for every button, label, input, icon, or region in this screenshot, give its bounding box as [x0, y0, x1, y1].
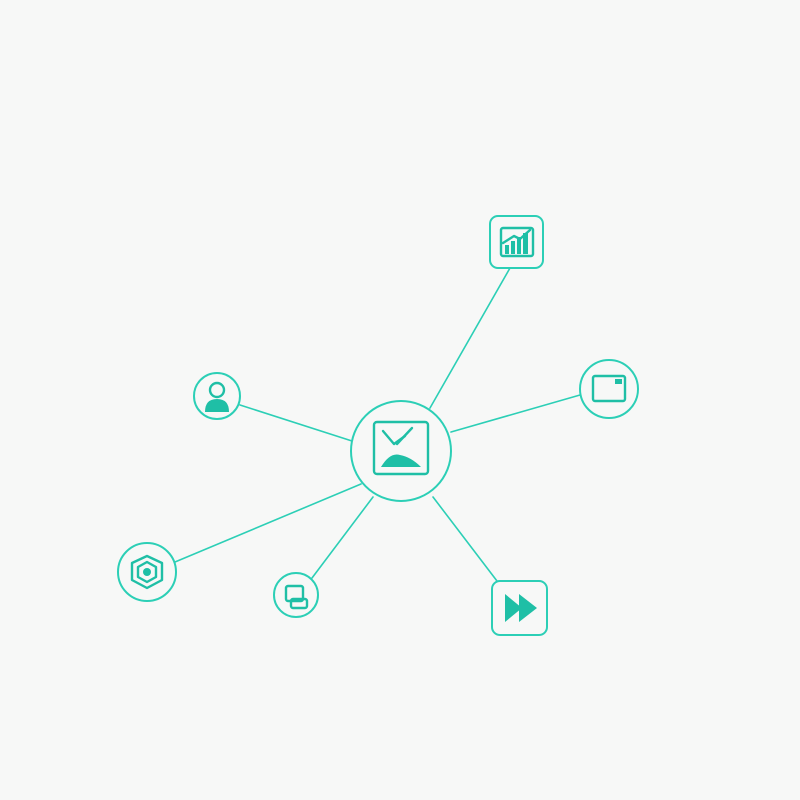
connection-hub-device	[311, 496, 374, 579]
bar-chart-icon	[499, 226, 535, 258]
connection-hub-play	[432, 496, 498, 582]
image-icon	[372, 420, 430, 476]
user-icon	[205, 381, 229, 412]
node-play[interactable]	[491, 580, 548, 636]
connection-hub-chart	[429, 267, 511, 409]
connection-lines	[174, 267, 581, 582]
connection-hub-shield	[174, 483, 362, 563]
node-shield[interactable]	[117, 542, 177, 602]
hub-node[interactable]	[350, 400, 452, 502]
connection-hub-window	[450, 394, 581, 433]
connection-hub-user	[239, 404, 353, 442]
node-window[interactable]	[579, 359, 639, 419]
shield-icon	[130, 554, 164, 590]
node-chart[interactable]	[489, 215, 544, 269]
node-user[interactable]	[193, 372, 241, 420]
node-device[interactable]	[273, 572, 319, 618]
play-icon	[505, 594, 537, 622]
device-icon	[284, 584, 309, 610]
window-icon	[591, 374, 627, 403]
